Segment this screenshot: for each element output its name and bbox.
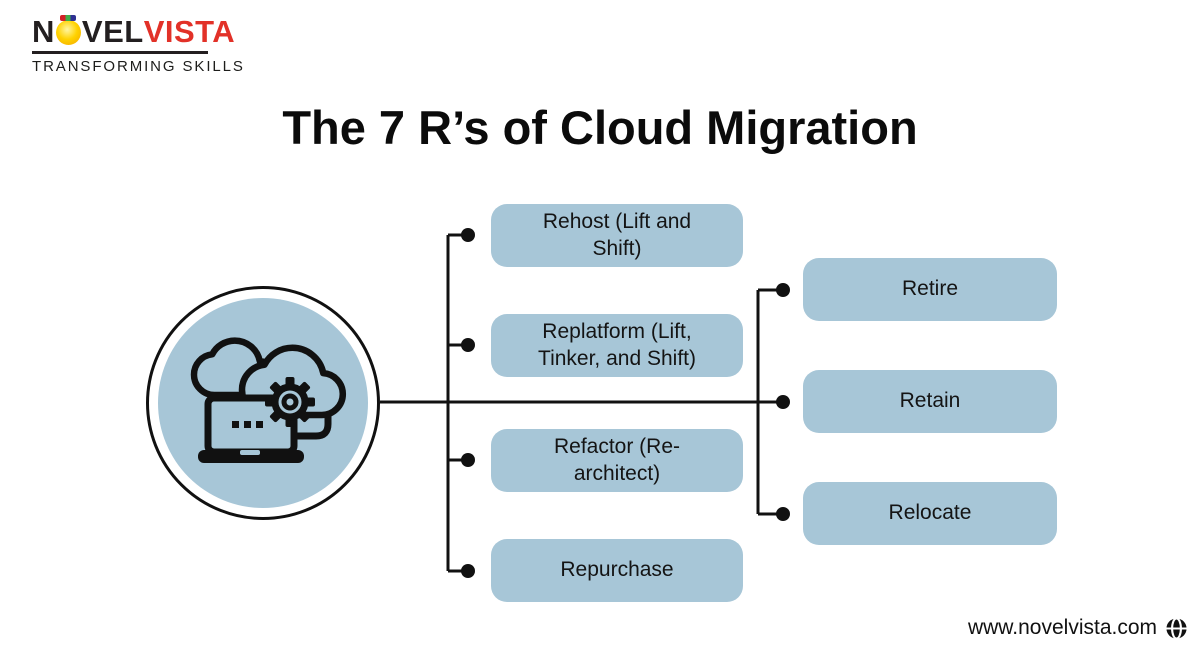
cloud-computing-icon <box>190 337 347 463</box>
page-title: The 7 R’s of Cloud Migration <box>282 101 918 154</box>
laptop-base-icon <box>198 450 304 463</box>
node-label: Retire <box>901 277 959 301</box>
branch-dot <box>776 283 790 297</box>
node-label: Repurchase <box>560 558 674 582</box>
laptop-base-notch <box>240 450 260 455</box>
node-label: Replatform (Lift, Tinker, and Shift) <box>538 320 696 370</box>
node-refactor: Refactor (Re- architect) <box>491 429 743 492</box>
ellipsis-dots-icon <box>232 421 263 428</box>
node-label: Relocate <box>888 501 972 525</box>
lightbulb-icon <box>55 15 81 45</box>
node-rehost: Rehost (Lift and Shift) <box>491 204 743 267</box>
branch-dot <box>776 507 790 521</box>
node-replatform: Replatform (Lift, Tinker, and Shift) <box>491 314 743 377</box>
node-retire: Retire <box>803 258 1057 321</box>
branch-dot <box>461 453 475 467</box>
node-repurchase: Repurchase <box>491 539 743 602</box>
gear-icon <box>265 377 315 427</box>
branch-dot <box>461 564 475 578</box>
branch-dot <box>776 395 790 409</box>
icon-connector-line <box>294 394 332 440</box>
logo-divider <box>32 51 208 54</box>
node-label: Refactor (Re- architect) <box>553 435 681 485</box>
branch-dot <box>461 228 475 242</box>
branch-dot <box>461 338 475 352</box>
logo-tagline: TRANSFORMING SKILLS <box>32 58 245 75</box>
footer: www.novelvista.com <box>968 616 1188 640</box>
logo-text-vel: VEL <box>81 14 144 49</box>
website-url: www.novelvista.com <box>967 616 1157 639</box>
node-label: Retain <box>899 389 961 413</box>
node-retain: Retain <box>803 370 1057 433</box>
logo-text-vista: VISTA <box>143 14 236 49</box>
node-label: Rehost (Lift and Shift) <box>542 210 692 260</box>
node-relocate: Relocate <box>803 482 1057 545</box>
logo-text-n: N <box>32 14 55 49</box>
globe-icon <box>1165 616 1188 640</box>
lightbulb-filament-icon <box>60 15 77 21</box>
